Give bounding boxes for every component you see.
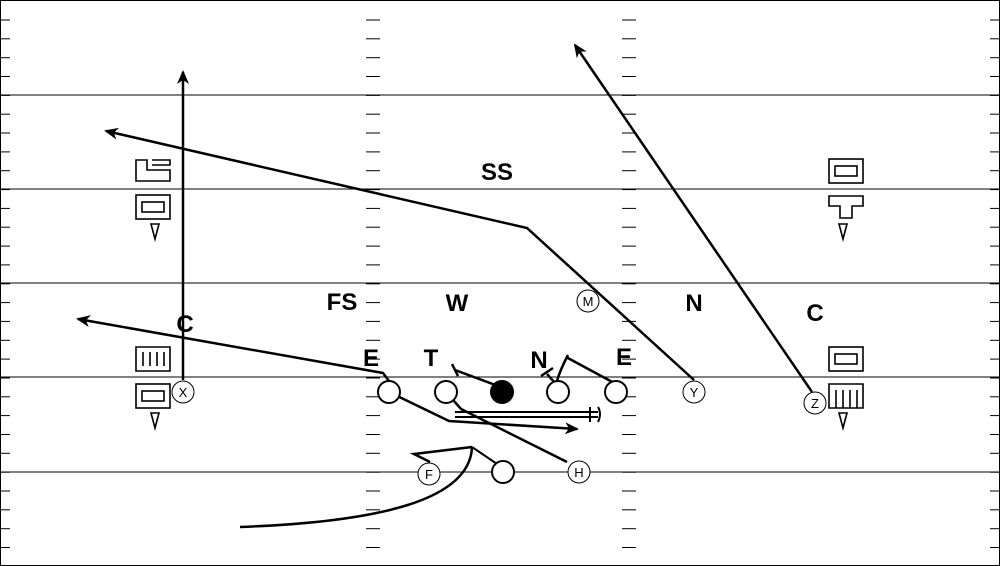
svg-text:F: F bbox=[425, 467, 433, 482]
field-number-right-lower bbox=[828, 346, 864, 432]
def-c-left: C bbox=[176, 311, 193, 338]
def-n-dl: N bbox=[530, 347, 547, 374]
player-h: H bbox=[567, 460, 591, 484]
hash-marks bbox=[0, 19, 1000, 548]
cross-route bbox=[388, 390, 579, 435]
def-c-right: C bbox=[806, 300, 823, 327]
def-fs: FS bbox=[327, 289, 358, 316]
left-tackle bbox=[377, 380, 401, 404]
f-swing bbox=[239, 446, 474, 529]
player-z: Z bbox=[803, 391, 827, 415]
z-route bbox=[573, 43, 814, 393]
quarterback bbox=[491, 460, 515, 484]
y-route bbox=[104, 127, 695, 381]
svg-text:M: M bbox=[583, 294, 594, 309]
svg-text:H: H bbox=[574, 465, 583, 480]
center bbox=[490, 380, 514, 404]
def-t: T bbox=[424, 345, 439, 372]
player-y: Y bbox=[682, 380, 706, 404]
left-guard bbox=[434, 380, 458, 404]
offense-players bbox=[377, 380, 628, 484]
right-tackle bbox=[604, 380, 628, 404]
def-w: W bbox=[446, 290, 469, 317]
svg-text:Y: Y bbox=[690, 385, 699, 400]
def-ss: SS bbox=[481, 159, 513, 186]
svg-text:Z: Z bbox=[811, 396, 819, 411]
player-x: X bbox=[171, 380, 195, 404]
e-left-route bbox=[76, 315, 390, 382]
field-number-left-lower bbox=[135, 346, 171, 432]
right-guard bbox=[546, 380, 570, 404]
f-route bbox=[409, 445, 473, 464]
def-n-slot: N bbox=[685, 290, 702, 317]
def-e-right: E bbox=[616, 344, 632, 371]
routes bbox=[76, 43, 814, 529]
field-number-right-upper bbox=[828, 158, 864, 243]
player-f: F bbox=[417, 462, 441, 486]
svg-text:X: X bbox=[179, 385, 188, 400]
field-number-left-upper bbox=[135, 159, 171, 243]
def-e-left: E bbox=[363, 345, 379, 372]
player-m: M bbox=[576, 289, 600, 313]
